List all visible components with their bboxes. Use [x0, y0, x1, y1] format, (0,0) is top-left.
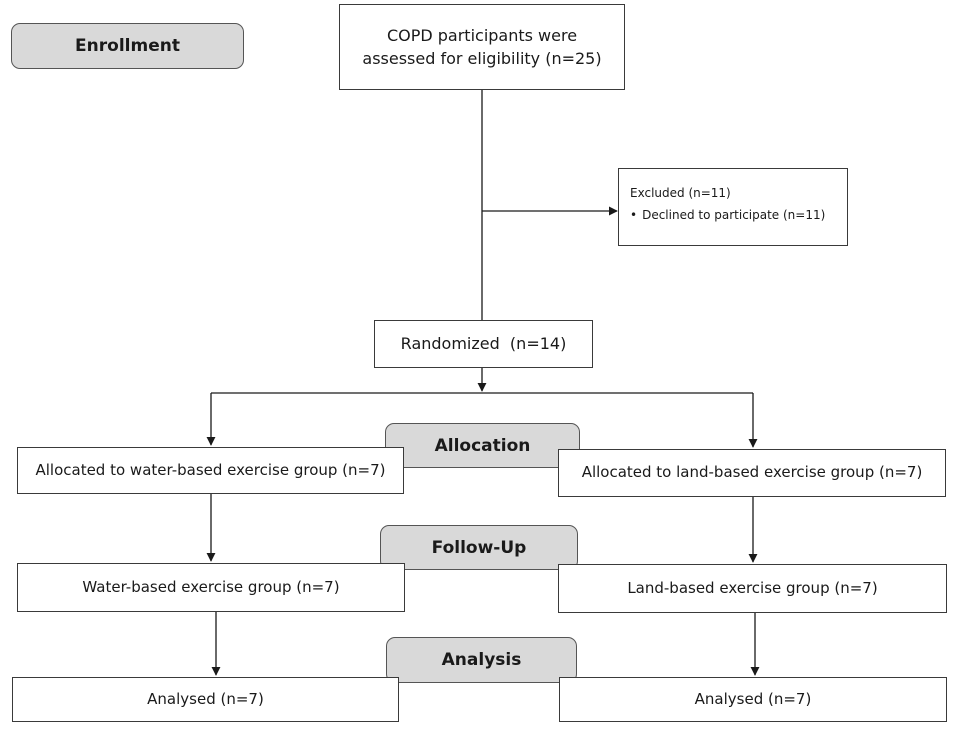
stage-enrollment: Enrollment [11, 23, 244, 69]
box-allocated-land: Allocated to land-based exercise group (… [558, 449, 946, 497]
box-assessed-text: COPD participants were assessed for elig… [362, 25, 602, 68]
stage-enrollment-label: Enrollment [75, 36, 180, 56]
box-randomized-text: Randomized (n=14) [400, 334, 567, 354]
stage-analysis: Analysis [386, 637, 577, 683]
excluded-reason: Declined to participate (n=11) [630, 205, 847, 227]
box-followup-land: Land-based exercise group (n=7) [558, 564, 947, 613]
stage-follow-up: Follow-Up [380, 525, 578, 570]
box-assessed-eligibility: COPD participants were assessed for elig… [339, 4, 625, 90]
excluded-title: Excluded (n=11) [630, 186, 731, 200]
box-allocated-land-text: Allocated to land-based exercise group (… [581, 463, 923, 482]
box-followup-water: Water-based exercise group (n=7) [17, 563, 405, 612]
box-followup-land-text: Land-based exercise group (n=7) [627, 578, 878, 597]
box-analysed-land-text: Analysed (n=7) [694, 689, 812, 708]
box-randomized: Randomized (n=14) [374, 320, 593, 368]
box-analysed-water-text: Analysed (n=7) [147, 689, 264, 708]
stage-analysis-label: Analysis [441, 650, 522, 670]
box-analysed-land: Analysed (n=7) [559, 677, 947, 722]
box-analysed-water: Analysed (n=7) [12, 677, 399, 722]
stage-allocation: Allocation [385, 423, 580, 468]
box-allocated-water-text: Allocated to water-based exercise group … [35, 460, 386, 479]
box-excluded: Excluded (n=11) Declined to participate … [618, 168, 848, 246]
stage-allocation-label: Allocation [434, 435, 531, 456]
box-allocated-water: Allocated to water-based exercise group … [17, 447, 404, 494]
box-followup-water-text: Water-based exercise group (n=7) [82, 577, 340, 596]
stage-follow-up-label: Follow-Up [431, 537, 527, 558]
excluded-reasons: Declined to participate (n=11) [630, 205, 847, 227]
